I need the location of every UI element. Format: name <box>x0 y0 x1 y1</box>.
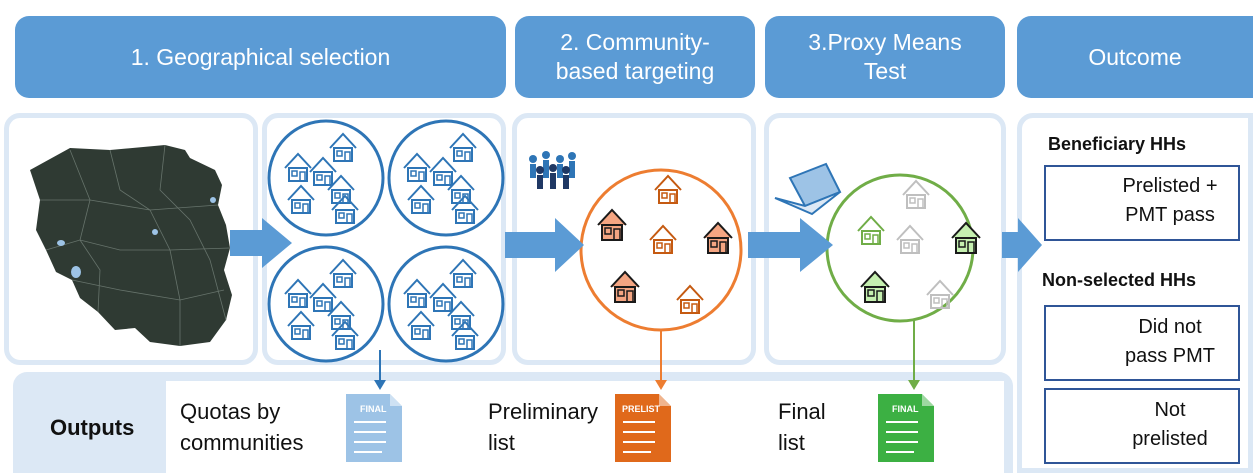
prelist-document-icon: PRELIST <box>614 393 672 463</box>
community-people-icon <box>529 151 576 189</box>
did-not-pass-box <box>1044 305 1240 381</box>
header-outcome-label: Outcome <box>1088 43 1182 70</box>
final-doc-title: FINAL <box>892 404 919 414</box>
header-community-targeting-label: 2. Community- based targeting <box>555 29 715 84</box>
outputs-label: Outputs <box>50 415 135 440</box>
header-proxy-means-test: 3.Proxy Means Test <box>765 16 1005 98</box>
prelist-doc-title: PRELIST <box>622 404 661 414</box>
country-map-icon <box>30 145 232 346</box>
not-prelisted-box <box>1044 388 1240 464</box>
outputs-inner <box>166 381 1004 473</box>
final-document-icon: FINAL <box>877 393 935 463</box>
header-outcome: Outcome <box>1017 16 1253 98</box>
header-community-targeting: 2. Community- based targeting <box>515 16 755 98</box>
not-prelisted-label: Not prelisted <box>1132 399 1208 450</box>
flow-arrows <box>230 218 1042 272</box>
header-geographical-selection: 1. Geographical selection <box>15 16 506 98</box>
output-preliminary-list: Preliminary list <box>488 399 599 455</box>
beneficiary-title: Beneficiary HHs <box>1048 134 1187 154</box>
beneficiary-label: Prelisted + PMT pass <box>1122 175 1218 226</box>
quota-doc-title: FINAL <box>360 404 387 414</box>
beneficiary-box <box>1044 165 1240 241</box>
output-final-list: Final list <box>778 399 826 455</box>
nonselected-title: Non-selected HHs <box>1042 270 1197 290</box>
community-circles <box>267 119 505 363</box>
header-proxy-means-test-label: 3.Proxy Means Test <box>808 29 962 84</box>
laptop-icon <box>774 162 842 216</box>
header-geographical-selection-label: 1. Geographical selection <box>130 43 391 70</box>
did-not-pass-label: Did not pass PMT <box>1124 316 1216 367</box>
quota-document-icon: FINAL <box>345 393 403 463</box>
output-quotas: Quotas by communities <box>180 399 304 455</box>
